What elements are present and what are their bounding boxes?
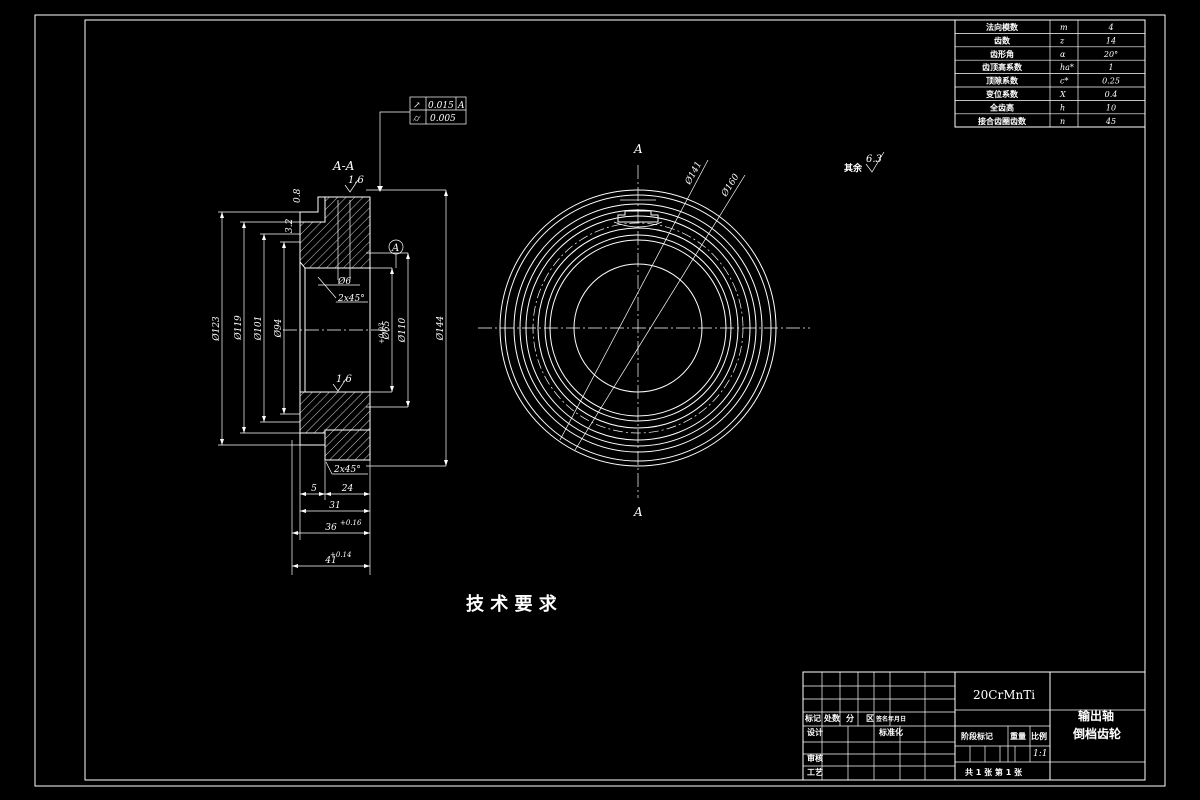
label-date: 年月日 [888,715,906,723]
tolerance-datum: A [457,101,465,111]
dim-horizontal: 5 [311,484,317,494]
dim-vertical: Ø119 [233,315,244,341]
dim-vertical: Ø94 [273,318,284,338]
param-value: 20° [1103,50,1118,59]
label-design: 设计 [807,727,823,737]
dim-36-tolerance: +0.16 [340,519,362,527]
dim-horizontal: 41 [324,556,336,566]
section-hatch-bottom [299,391,371,461]
dim-vertical: Ø101 [253,316,264,342]
gear-circle [513,203,763,453]
param-name: 接合齿圈齿数 [978,116,1027,126]
remaining-label: 其余 [844,162,863,174]
remaining-roughness: 其余 6.3 [844,151,885,174]
param-value: 4 [1107,23,1113,32]
param-name: 法向模数 [986,22,1019,32]
dim-41-tolerance: +0.14 [330,551,351,559]
label-standard: 标准化 [878,727,903,737]
param-name: 全齿高 [989,102,1014,112]
label-zone: 分 [846,713,854,723]
param-symbol: α [1060,50,1066,59]
gear-circle [499,189,777,467]
inner-frame [84,19,1146,781]
sheet-count: 共 1 张 第 1 张 [965,767,1023,777]
dim-vertical: Ø110 [397,317,408,343]
param-name: 齿形角 [990,49,1014,59]
label-scale: 比例 [1031,731,1047,741]
dim-vertical: Ø123 [211,316,222,342]
label-doc: 区 [866,714,874,723]
material: 20CrMnTi [973,688,1035,702]
pitch-circle [532,222,744,434]
label-sign: 签名 [875,715,888,723]
param-symbol: z [1059,36,1065,45]
roughness-rim-1: 0.8 [293,188,303,203]
tolerance-value-cylindricity: 0.005 [430,114,456,124]
param-value: 0.25 [1102,77,1120,86]
dim-vertical: Ø144 [435,315,446,341]
section-title: A-A [332,159,355,173]
dim-chamfer-bottom: 2x45° [333,465,361,475]
part-name-line-2: 倒档齿轮 [1072,726,1122,741]
dim-horizontal: 31 [329,501,340,511]
param-symbol: c* [1060,77,1068,86]
param-value: 45 [1105,117,1116,126]
dim-horizontal: 24 [341,484,354,494]
param-name: 齿数 [994,35,1011,45]
dim-chamfer-top: 2x45° [337,294,365,304]
part-name-line-1: 输出轴 [1078,708,1114,723]
gear-circle [504,194,772,462]
label-weight: 重量 [1010,731,1026,741]
geometric-tolerance-frame: ↗ 0.015 A ⌭ 0.005 [409,96,467,125]
gear-circle [519,209,757,447]
tech-requirements-heading: 技 术 要 求 [466,593,558,615]
param-value: 14 [1106,36,1116,45]
gear-circle [549,239,727,417]
scale-value: 1:1 [1033,749,1047,759]
datum-label: A [391,243,399,254]
param-value: 1 [1108,63,1113,72]
param-name: 顶隙系数 [986,76,1019,86]
section-hatch-top [299,196,371,269]
dim-horizontal: 36 [325,523,337,533]
tolerance-value-runout: 0.015 [428,101,454,111]
front-view: A A Ø141 Ø160 [478,142,810,519]
section-mark-bottom: A [633,505,643,519]
dim-vertical: Ø65 [381,320,392,340]
tolerance-symbol-cylindricity: ⌭ [413,114,421,124]
label-count: 处数 [823,713,841,723]
param-symbol: n [1060,117,1065,126]
roughness-rim-2: 3.2 [285,218,295,233]
remaining-value: 6.3 [866,154,882,165]
label-check: 审核 [807,753,823,763]
dim-65-tolerance: +0.03 [378,322,386,344]
dim-hole: Ø6 [337,276,351,287]
param-symbol: h [1060,103,1065,112]
roughness-bore: 1.6 [336,374,353,385]
gear-circle [544,234,732,422]
roughness-top: 1.6 [348,175,365,186]
section-mark-top: A [633,142,643,156]
parameters-table: 法向模数 m 4 齿数 z 14 齿形角 α 20° 齿顶高系数 ha* 1 顶隙系数 c* 0.25 变位系… [954,19,1146,128]
label-process: 工艺 [807,767,823,777]
label-mark: 标记 [804,713,821,723]
outer-frame [34,14,1166,787]
gear-circle [525,215,751,441]
param-symbol: m [1060,23,1068,32]
param-symbol: ha* [1060,63,1074,72]
param-name: 变位系数 [986,89,1019,99]
tolerance-symbol-runout: ↗ [413,101,421,111]
param-value: 0.4 [1105,90,1118,99]
param-name: 齿顶高系数 [982,62,1023,72]
label-stage: 阶段标记 [961,731,993,741]
gear-circle [573,263,703,393]
param-symbol: X [1059,90,1066,99]
param-value: 10 [1106,103,1116,112]
gear-circle [537,227,739,429]
title-block: 20CrMnTi 输出轴 倒档齿轮 标记 处数 分 区 签名 年月日 设计 标准… [802,671,1146,781]
